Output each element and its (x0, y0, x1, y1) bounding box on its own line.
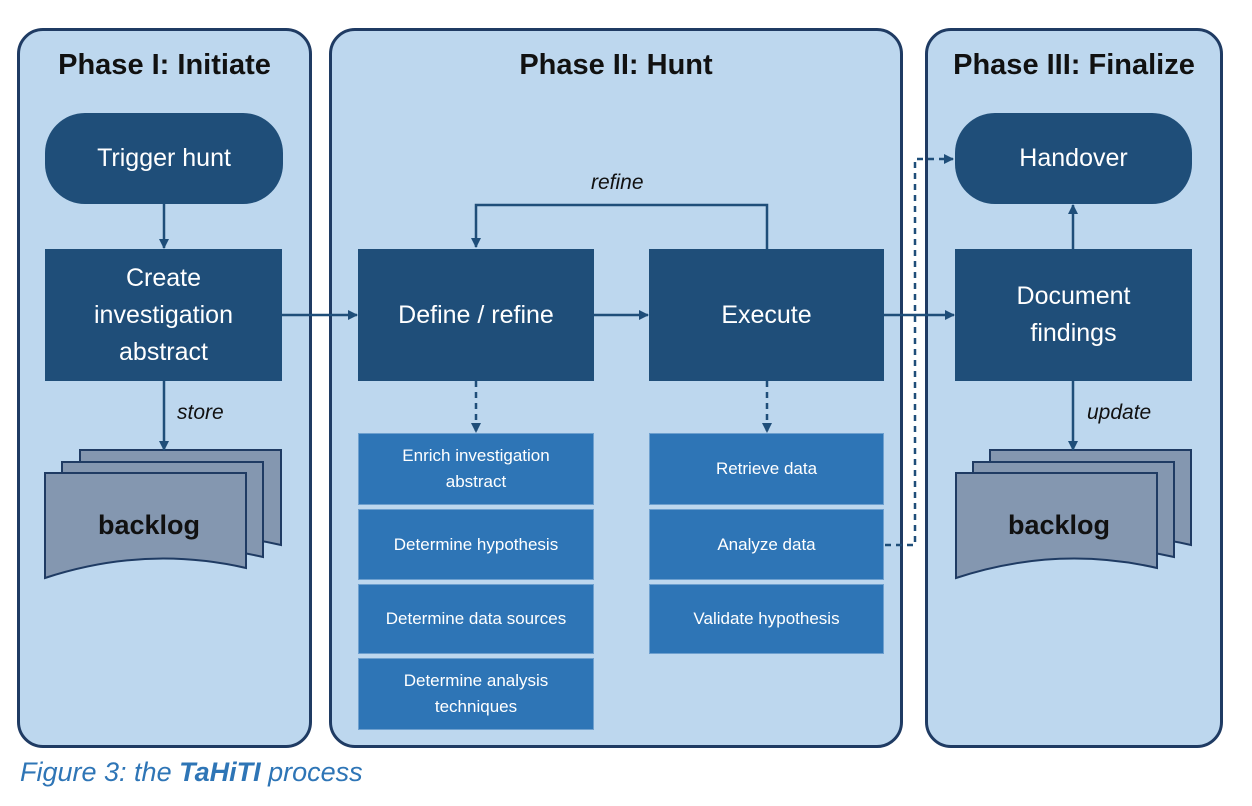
refine-label: refine (591, 171, 644, 194)
store-label: store (177, 401, 224, 424)
trigger-hunt-node: Trigger hunt (45, 113, 283, 204)
backlog-left-label: backlog (98, 510, 201, 540)
update-label: update (1087, 401, 1152, 424)
backlog-right-label: backlog (1008, 510, 1111, 540)
retrieve-data-step: Retrieve data (649, 433, 884, 505)
backlog-left-shape (44, 449, 282, 580)
analyze-data-step: Analyze data (649, 509, 884, 580)
backlog-right-shape (955, 449, 1192, 580)
phase-initiate-title: Phase I: Initiate (58, 49, 271, 81)
caption-suffix: process (260, 757, 363, 787)
create-abstract-node: Create investigation abstract (45, 249, 282, 381)
handover-node: Handover (955, 113, 1192, 204)
arrow-refine-loop (471, 203, 769, 249)
execute-node: Execute (649, 249, 884, 381)
define-refine-node: Define / refine (358, 249, 594, 381)
phase-finalize-title: Phase III: Finalize (953, 49, 1195, 81)
validate-hypothesis-step: Validate hypothesis (649, 584, 884, 654)
arrow-analyze-handover (885, 154, 954, 547)
phase-hunt-title: Phase II: Hunt (519, 49, 713, 81)
determine-analysis-techniques-step: Determine analysis techniques (358, 658, 594, 730)
caption-prefix: Figure 3: the (20, 757, 180, 787)
caption-bold: TaHiTI (179, 757, 261, 787)
figure-caption: Figure 3: the TaHiTI process (20, 757, 363, 788)
document-findings-node: Document findings (955, 249, 1192, 381)
determine-hypothesis-step: Determine hypothesis (358, 509, 594, 580)
enrich-abstract-step: Enrich investigation abstract (358, 433, 594, 505)
determine-data-sources-step: Determine data sources (358, 584, 594, 654)
